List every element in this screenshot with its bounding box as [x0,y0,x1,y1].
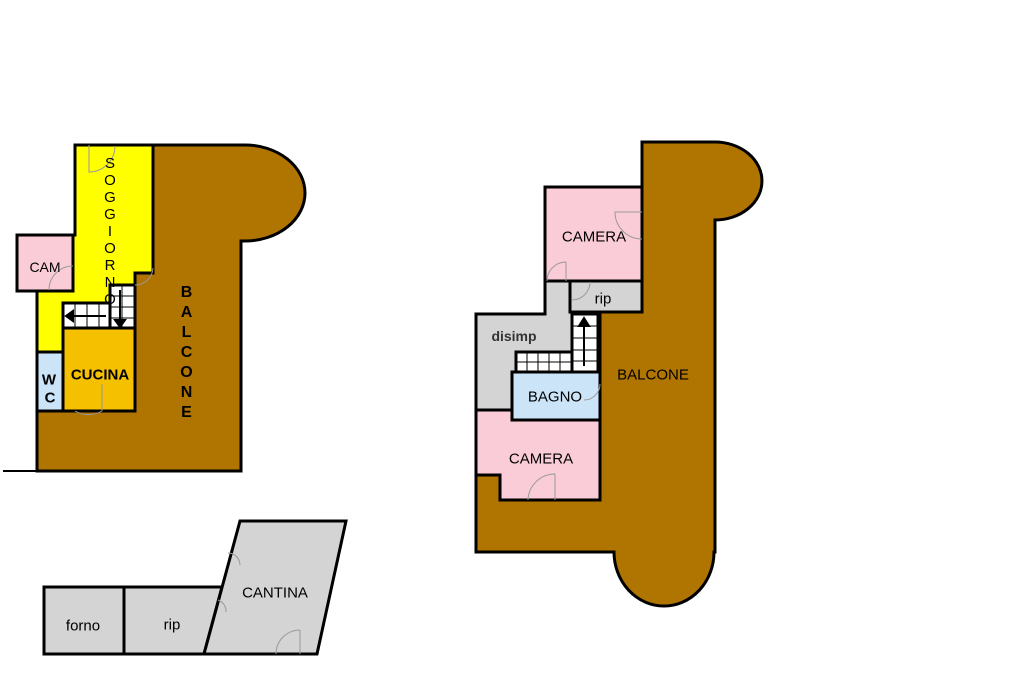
cellar-plan [42,519,348,656]
disimp-label: disimp [491,328,537,344]
cam-label: CAM [29,259,61,275]
left-floor-plan [3,143,307,473]
rip-label: rip [594,290,612,308]
cantina-label: CANTINA [242,584,308,602]
camera-bottom-label: CAMERA [508,450,574,468]
cantina-room [202,519,348,656]
right-balcony [474,140,764,608]
cam-room [15,233,75,293]
door-swings [48,145,154,416]
stair-arrow-up-icon [577,316,591,366]
wc-label-c: C [44,389,56,407]
forno-room [42,585,126,656]
wc-room [35,350,65,413]
cucina-label: CUCINA [70,366,130,384]
soggiorno-label: SOGGIORNO [101,155,119,308]
right-floor-plan [474,140,764,608]
cellar-rip-label: rip [163,616,181,634]
left-balcony [35,143,307,473]
wc-label-w: W [41,371,57,389]
door-swings-cellar [217,552,301,655]
camera-top-label: CAMERA [561,228,627,246]
bagno-room [510,370,602,422]
forno-label: forno [65,617,101,635]
door-swings-right [527,211,643,501]
camera-bottom-room [474,408,602,502]
right-balcone-label: BALCONE [617,366,689,384]
stair-arrow-icon [64,290,127,329]
left-balcone-label: BALCONE [178,284,195,424]
bagno-label: BAGNO [527,388,583,406]
